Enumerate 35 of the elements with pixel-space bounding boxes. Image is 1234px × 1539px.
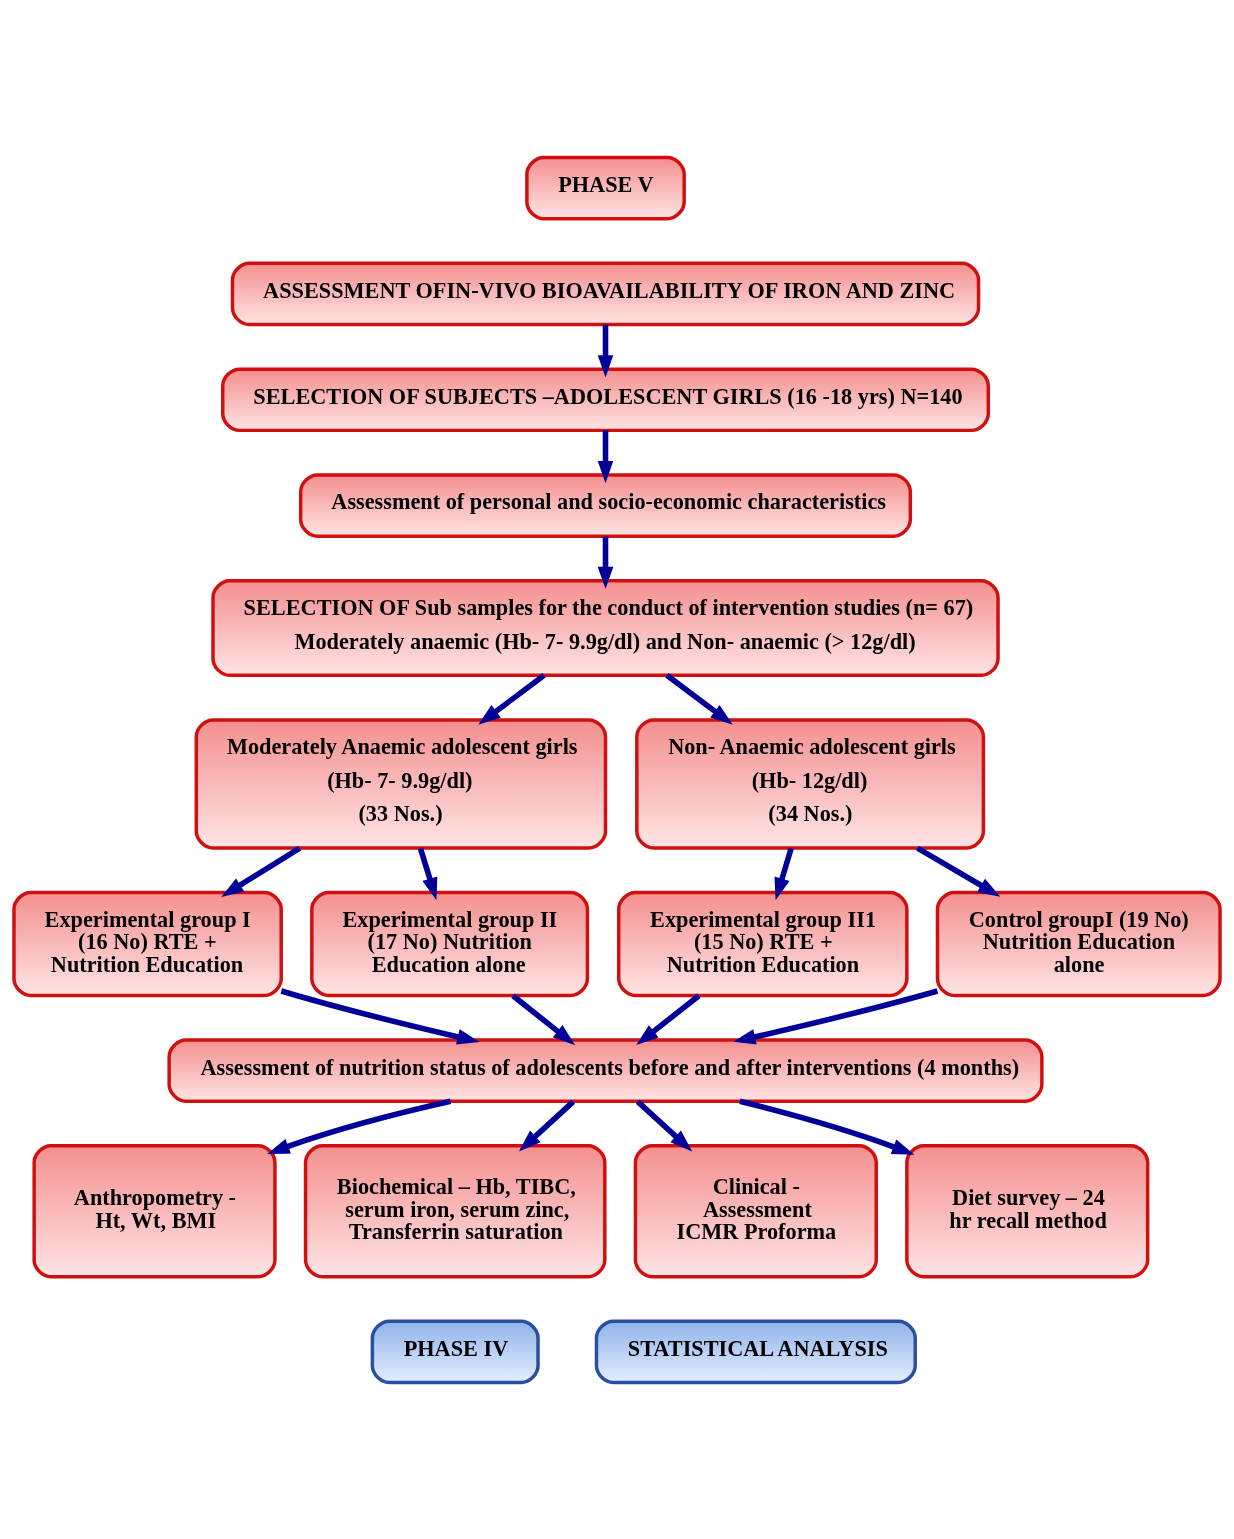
node-box: Assessment of personal and socio-economic characteristics — [298, 472, 913, 538]
node-box: Assessment of nutrition status of adolescents before and after interventions (4 months) — [167, 1037, 1044, 1103]
arrow — [518, 1099, 576, 1151]
arrow — [635, 1099, 693, 1151]
node-box: ASSESSMENT OFIN-VIVO BIOAVAILABILITY OF IRON AND ZINC — [230, 261, 981, 326]
node-box: PHASE IV — [370, 1318, 540, 1384]
arrow — [267, 1098, 452, 1154]
node-box: Moderately Anaemic adolescent girls (Hb- 7- 9.9g/dl) (33 Nos.) — [194, 717, 608, 850]
arrow — [733, 987, 939, 1045]
arrow — [665, 672, 733, 725]
node-box: STATISTICAL ANALYSIS — [594, 1318, 917, 1384]
arrow — [417, 847, 438, 900]
arrow — [280, 987, 480, 1044]
arrow — [597, 324, 614, 377]
arrow — [739, 1098, 915, 1155]
node-box: Anthropometry - Ht, Wt, BMI — [32, 1143, 277, 1278]
node-box: SELECTION OF Sub samples for the conduct of intervention studies (n= 67) Moderately anaemic (Hb- 7- 9.9g/dl) and Non- anaemic (> 12g/dl) — [211, 578, 1000, 677]
arrow — [511, 993, 576, 1045]
node-box: Experimental group II1 (15 No) RTE + Nutrition Education — [617, 890, 909, 997]
node-box: Non- Anaemic adolescent girls (Hb- 12g/dl) (34 Nos.) — [635, 717, 986, 850]
arrow — [597, 429, 614, 483]
arrow — [774, 847, 794, 900]
node-box: Clinical - Assessment ICMR Proforma — [633, 1143, 878, 1278]
node-box: Diet survey – 24 hr recall method — [905, 1143, 1150, 1278]
node-box: PHASE V — [525, 155, 686, 221]
arrow — [478, 672, 546, 725]
arrow — [636, 993, 701, 1045]
node-box: Control groupI (19 No) Nutrition Education alone — [935, 890, 1222, 997]
arrow — [597, 536, 614, 589]
arrow — [916, 845, 1001, 897]
arrow — [221, 845, 302, 897]
node-box: Experimental group II (17 No) Nutrition Education alone — [310, 890, 590, 997]
node-box: SELECTION OF SUBJECTS –ADOLESCENT GIRLS (16 -18 yrs) N=140 — [221, 366, 991, 432]
node-box: Biochemical – Hb, TIBC, serum iron, serum zinc, Transferrin saturation — [303, 1143, 607, 1278]
node-box: Experimental group I (16 No) RTE + Nutrition Education — [12, 890, 283, 997]
